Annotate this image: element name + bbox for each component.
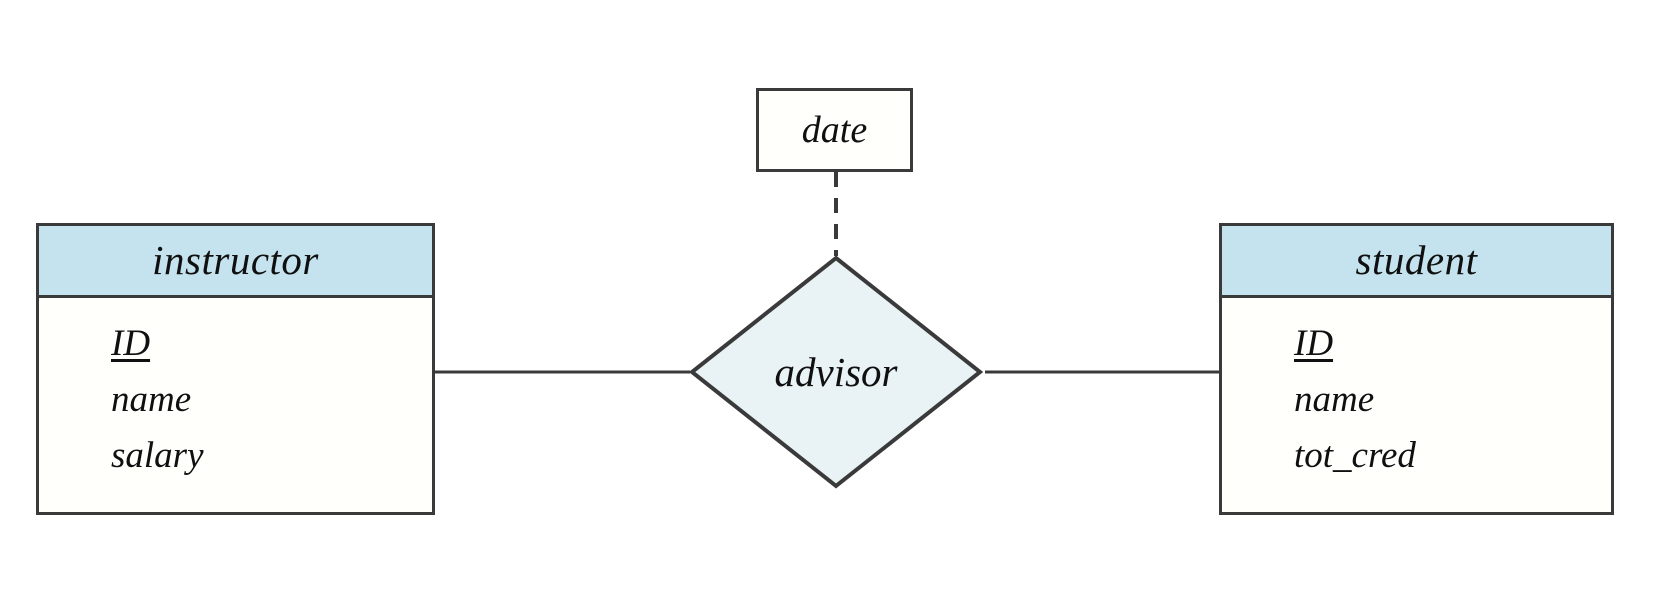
attribute-instructor-name: name — [111, 379, 192, 421]
entity-student[interactable]: student ID name tot_cred — [1219, 223, 1614, 515]
entity-instructor[interactable]: instructor ID name salary — [36, 223, 435, 515]
attribute-instructor-salary: salary — [111, 435, 204, 477]
entity-instructor-attributes: ID name salary — [39, 298, 432, 485]
attribute-box-date-label: date — [801, 109, 868, 151]
entity-student-attributes: ID name tot_cred — [1222, 298, 1611, 485]
entity-instructor-header: instructor — [39, 226, 432, 298]
attribute-student-tot-cred: tot_cred — [1294, 435, 1416, 477]
relationship-advisor[interactable]: advisor — [688, 254, 984, 490]
entity-student-title: student — [1355, 237, 1478, 283]
attribute-box-date[interactable]: date — [756, 88, 913, 172]
attribute-student-name: name — [1294, 379, 1375, 421]
attribute-instructor-id: ID — [111, 323, 151, 364]
diamond-shape — [688, 255, 984, 489]
entity-instructor-title: instructor — [152, 237, 319, 283]
entity-student-header: student — [1222, 226, 1611, 298]
attribute-student-id: ID — [1294, 323, 1334, 364]
